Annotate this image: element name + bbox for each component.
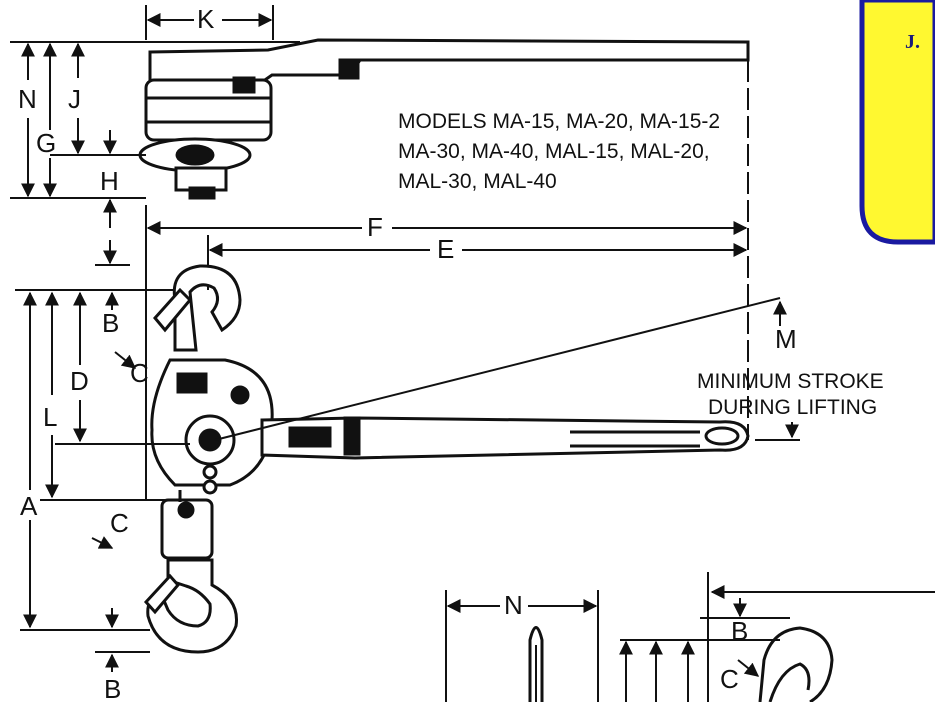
label-B-bottom: B <box>104 674 121 702</box>
top-dimensions <box>10 5 300 266</box>
side-dimensions <box>15 289 190 672</box>
label-H: H <box>100 166 119 196</box>
stroke-note-line1: MINIMUM STROKE <box>697 370 884 393</box>
label-L: L <box>43 402 57 432</box>
label-G: G <box>36 128 56 158</box>
label-B-top: B <box>102 308 119 338</box>
label-C-lower: C <box>720 664 739 694</box>
label-N: N <box>18 84 37 114</box>
dimension-labels: K N J G H F E B D C L M A C B N B C <box>18 4 797 704</box>
models-note-line2: MA-30, MA-40, MAL-15, MAL-20, <box>398 140 710 163</box>
label-J: J <box>68 84 81 114</box>
label-C-top: C <box>130 358 149 388</box>
badge-text: J. <box>905 31 920 53</box>
stroke-angle <box>214 297 800 441</box>
label-M: M <box>775 324 797 354</box>
label-D: D <box>70 366 89 396</box>
label-B-lower: B <box>731 616 748 646</box>
hoist-top-view <box>138 38 750 200</box>
label-N-lower: N <box>504 590 523 620</box>
models-note-line3: MAL-30, MAL-40 <box>398 170 557 193</box>
label-E: E <box>437 234 454 264</box>
label-A: A <box>20 491 38 521</box>
lower-partial-view <box>445 572 935 704</box>
label-C-bottom: C <box>110 508 129 538</box>
hoist-side-view <box>143 264 750 654</box>
models-note-line1: MODELS MA-15, MA-20, MA-15-2 <box>398 110 720 133</box>
model-badge: J. <box>859 0 935 245</box>
models-note: MODELS MA-15, MA-20, MA-15-2 MA-30, MA-4… <box>398 110 720 193</box>
label-K: K <box>197 4 215 34</box>
label-F: F <box>367 212 383 242</box>
stroke-note-line2: DURING LIFTING <box>708 396 877 419</box>
width-dimensions <box>145 60 749 500</box>
stroke-note: MINIMUM STROKE DURING LIFTING <box>697 370 884 419</box>
